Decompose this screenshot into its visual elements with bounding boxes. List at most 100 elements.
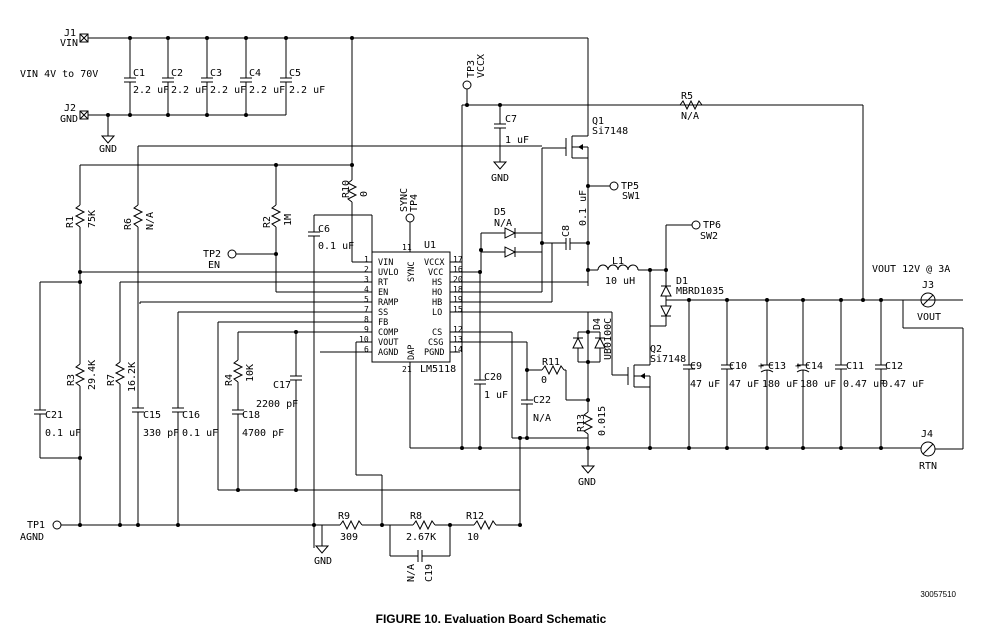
c7-ref: C7 [505,114,517,125]
tp5-label: TP5 [621,181,639,192]
pin-name: LO [432,308,442,318]
r13-ref: R13 [576,414,587,432]
resistor-r5: R5 N/A [679,91,703,122]
cap-c21: C21 0.1 uF [34,409,82,460]
d5-value: N/A [494,218,512,229]
cap-c20: C20 1 uF [474,270,508,450]
cap-c16: C16 0.1 uF [172,407,218,525]
c22-value: N/A [533,413,551,424]
tp2-net-label: EN [208,260,220,271]
d5-ref: D5 [494,207,506,218]
r12-value: 10 [467,532,479,543]
figure-caption: FIGURE 10. Evaluation Board Schematic [375,612,607,626]
cap-c13: + C13 180 uF [758,300,798,449]
c19-value: N/A [406,564,417,582]
c8-ref: C8 [561,225,572,237]
ic-bottom-pin-num: 21 [402,365,412,374]
pin-name: VCC [428,268,443,278]
c20-value: 1 uF [484,390,508,401]
c20-ref: C20 [484,372,502,383]
r1-value: 75K [87,210,98,228]
r1-ref: R1 [65,216,76,228]
r10-value: 0 [359,191,370,197]
cap-c14: + C14 180 uF [795,300,836,449]
c15-value: 330 pF [143,428,179,439]
c12-value: 0.47 uF [882,379,924,390]
c17-value: 2200 pF [256,399,298,410]
pin-name: CSG [428,338,443,348]
c9-ref: C9 [690,361,702,372]
tp2-testpoint [227,249,237,259]
tp3-label: TP3 [466,60,477,78]
pin-name: SS [378,308,388,318]
j4-connector: J4 RTN [919,429,937,472]
r13-value: 0.015 [597,406,608,436]
pin-name: CS [432,328,442,338]
j4-label: J4 [921,429,933,440]
d4-ref: D4 [592,318,603,330]
c7-value: 1 uF [505,135,529,146]
ic-part: LM5118 [420,364,456,375]
ic-body [371,251,451,363]
ic-top-pin-num: 11 [402,243,412,252]
d1-part: MBRD1035 [676,286,724,297]
pin-name: PGND [424,348,444,358]
cap-c10: C10 47 uF [721,300,759,449]
c13-value: 180 uF [762,379,798,390]
vccx-section: TP3 VCCX C7 1 uF GND R5 N/A [461,38,864,448]
mosfet-q1: Q1 Si7148 [542,38,628,286]
c6-ref: C6 [318,224,330,235]
pin-num: 10 [359,335,369,344]
d4-part: UB0100C [603,318,614,360]
resistor-r13: R13 0.015 GND [576,406,608,488]
pin-name: EN [378,288,388,298]
bottom-section: TP1 AGND GND R9 309 R8 2.67K [20,474,522,582]
cap-c12: C12 0.47 uF [875,300,924,449]
j3-net-label: VOUT [917,312,941,323]
j3-label: J3 [922,280,934,291]
left-upper-section: R10 0 R1 75K R6 N/A R2 1M [65,38,542,548]
j1-label: J1 [64,28,76,39]
tp6-label: TP6 [703,220,721,231]
c21-value: 0.1 uF [45,428,81,439]
pin-num: 2 [364,265,369,274]
resistor-r8: R8 2.67K [390,511,450,543]
r2-value: 1M [283,214,294,226]
j1-net-label: VIN [60,38,78,49]
power-stage: L1 10 uH TP6 SW2 D1 MBRD1035 VOUT 12V @ … [410,220,964,472]
tp4-testpoint [405,213,415,223]
j2-connector: J2 GND [60,103,89,125]
tp4-label: TP4 [409,194,420,212]
cap-c22: C22 N/A [521,370,551,440]
r4-value: 10K [245,364,256,382]
cap-c19: N/A C19 [389,525,451,582]
pin-num: 18 [453,285,463,294]
cap-c4: C4 2.2 uF [240,38,285,115]
c11-ref: C11 [846,361,864,372]
q1-ref: Q1 [592,116,604,127]
pin-name: FB [378,318,388,328]
bootstrap-section: D5 N/A C8 0.1 uF [479,190,590,258]
r7-ref: R7 [106,374,117,386]
gnd-label-input: GND [99,144,117,155]
r11-value: 0 [541,375,547,386]
pin-num: 8 [364,315,369,324]
cap-c17: C17 2200 pF [256,375,302,490]
tp5-testpoint [609,181,619,191]
pin-name: VCCX [424,258,445,268]
low-side-section: D4 UB0100C Q2 Si7148 R11 0 [474,270,686,488]
cap-c1: C1 2.2 uF [124,38,169,115]
ic-left-wires [39,280,372,490]
c3-value: 2.2 uF [210,85,246,96]
r5-value: N/A [681,111,699,122]
tp1-testpoint-group: TP1 AGND [20,520,62,543]
mosfet-q2: Q2 Si7148 [626,326,686,448]
ic-bottom-pin-name: DAP [407,345,417,360]
resistor-r1: R1 75K [65,165,98,362]
c15-ref: C15 [143,410,161,421]
resistor-r11: R11 0 [527,357,567,400]
resistor-r2: R2 1M [262,165,294,292]
vin-range-label: VIN 4V to 70V [20,69,98,80]
c10-ref: C10 [729,361,747,372]
